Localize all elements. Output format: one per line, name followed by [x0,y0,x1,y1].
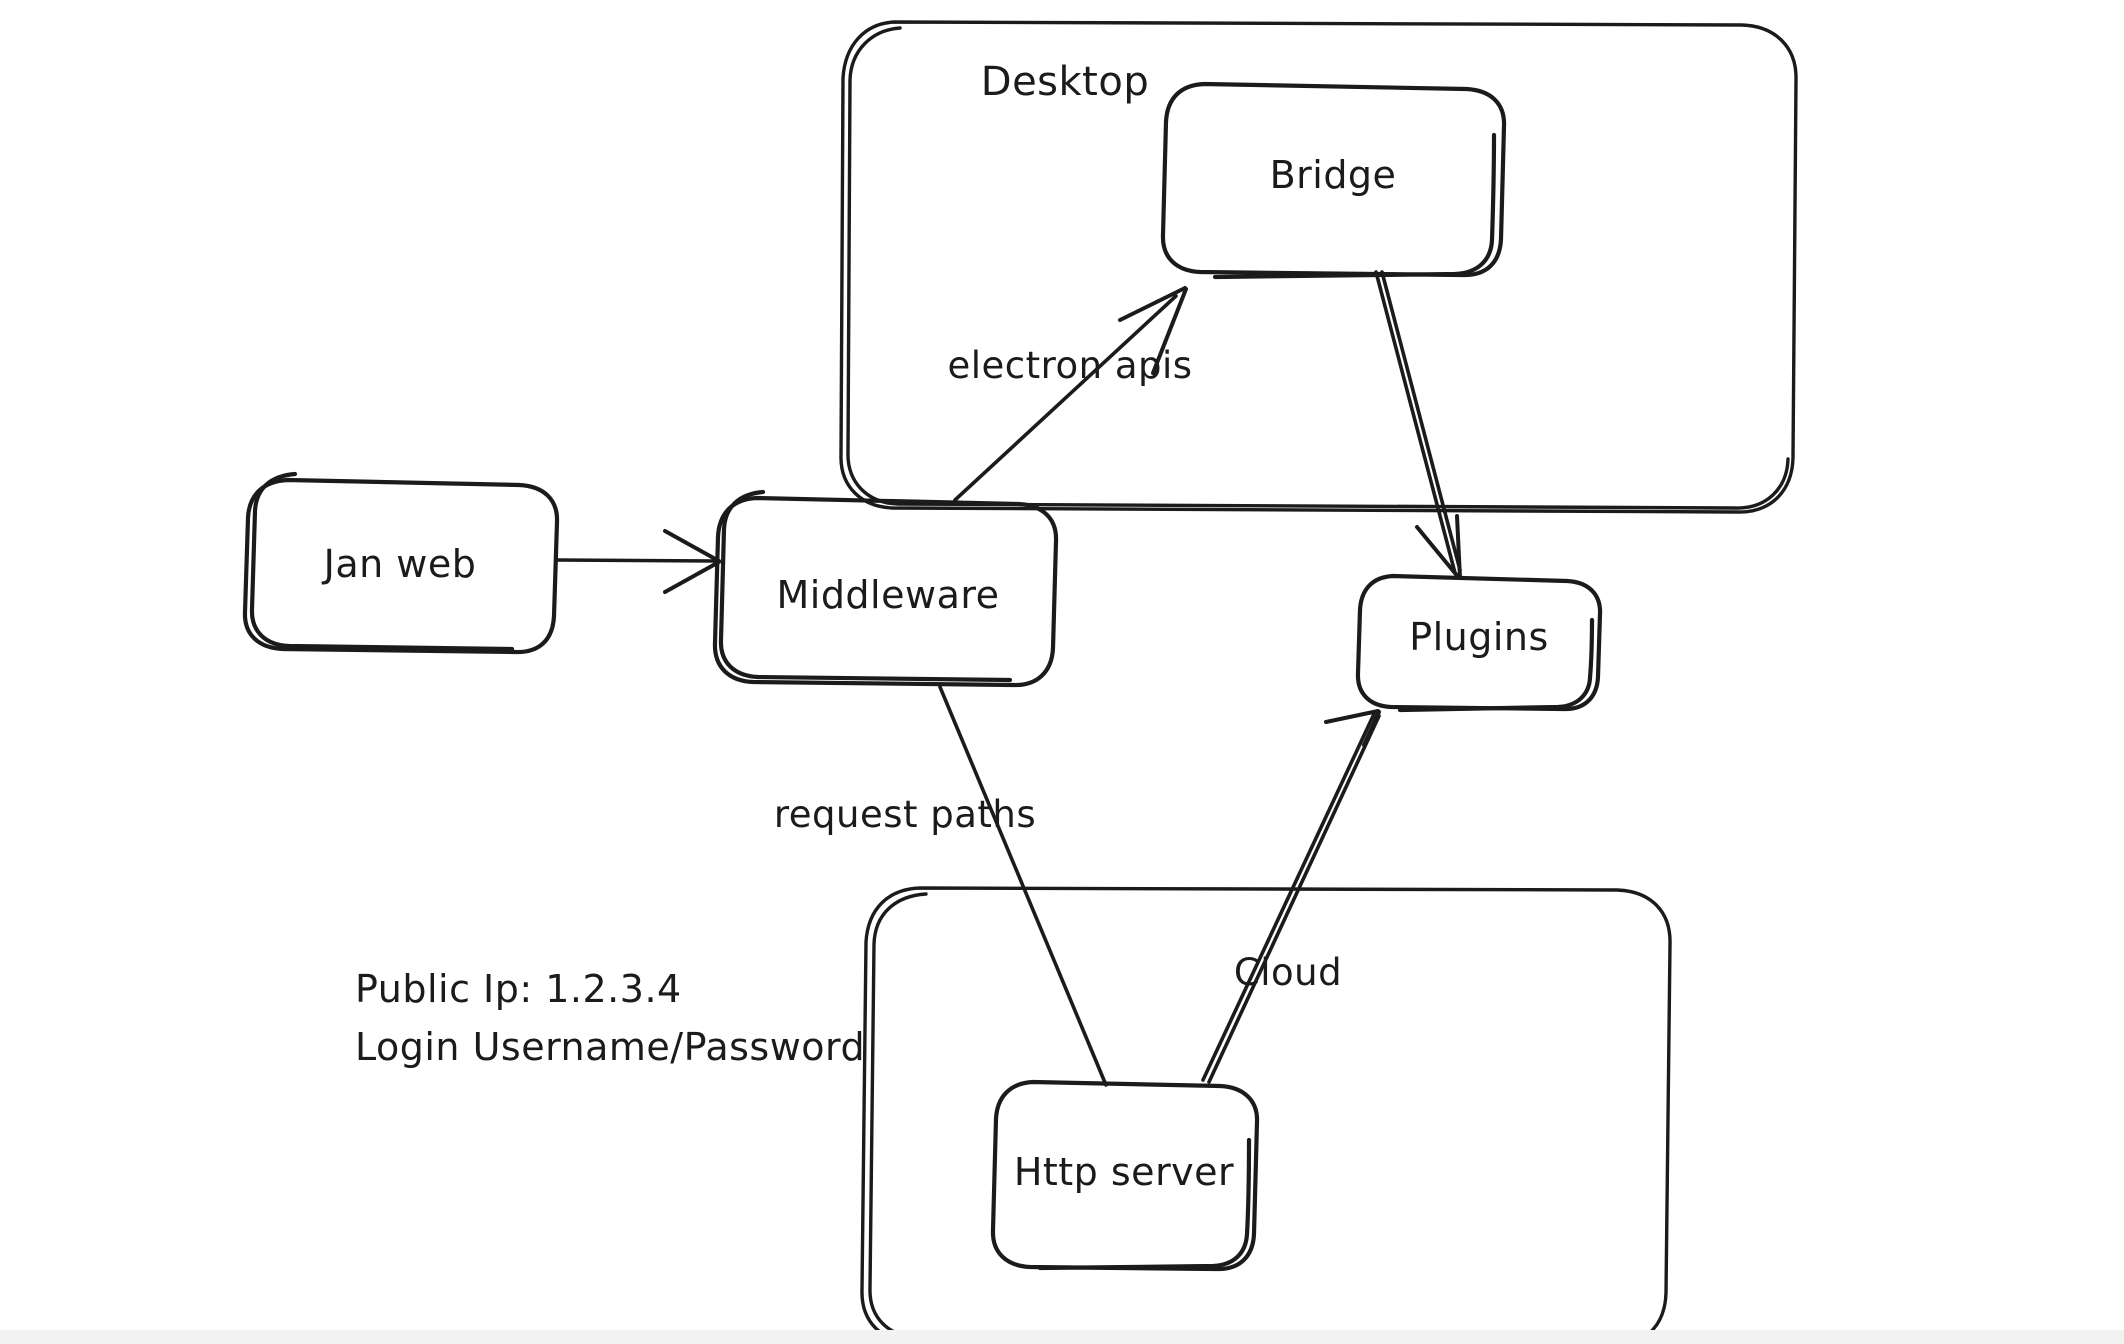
edge-label-request-paths: request paths [774,793,1036,836]
node-middleware[interactable]: Middleware [712,489,1059,688]
node-jan-web-outline [242,477,560,655]
node-middleware-label: Middleware [776,573,999,617]
note-public-ip: Public Ip: 1.2.3.4 [355,967,682,1011]
note-login: Login Username/Password [355,1025,865,1069]
edge-middleware-to-http-server-line [938,685,1108,1087]
group-desktop: Desktop [839,20,1798,514]
node-http-server-label: Http server [1014,1150,1234,1194]
edge-http-server-to-plugins: Cloud [1201,709,1381,1084]
node-bridge-label: Bridge [1270,153,1397,197]
node-middleware-outline-sketch [718,489,1013,683]
node-plugins-label: Plugins [1409,615,1549,659]
node-plugins-outline-sketch [1397,617,1595,713]
group-desktop-outline-sketch [846,26,1790,510]
edge-middleware-to-bridge-arrowhead [1118,286,1188,375]
node-bridge-outline-sketch [1212,132,1497,280]
bottom-edge-strip [0,1330,2124,1344]
edge-jan-web-to-middleware-arrowhead [663,529,721,594]
node-jan-web[interactable]: Jan web [242,471,560,655]
edge-http-server-to-plugins-line-sketch [1207,714,1381,1084]
edge-middleware-to-bridge-line [953,294,1178,502]
edge-bridge-to-plugins-line [1374,270,1457,575]
node-plugins-outline [1355,573,1603,712]
edge-middleware-to-http-server: request paths [774,685,1108,1087]
node-jan-web-label: Jan web [322,542,477,586]
node-plugins[interactable]: Plugins [1355,573,1603,713]
group-desktop-label: Desktop [981,59,1149,105]
node-jan-web-outline-sketch [249,471,515,652]
edge-http-server-to-plugins-line [1201,712,1376,1082]
edge-http-server-to-plugins-arrowhead [1324,709,1381,747]
edge-label-cloud: Cloud [1234,951,1342,994]
edge-label-electron-apis: electron apis [947,344,1192,387]
notes-block: Public Ip: 1.2.3.4 Login Username/Passwo… [355,967,865,1069]
node-bridge[interactable]: Bridge [1160,81,1507,280]
edge-bridge-to-plugins-arrowhead [1415,514,1462,580]
node-http-server[interactable]: Http server [990,1079,1260,1272]
edge-bridge-to-plugins-line-sketch [1380,270,1462,572]
group-desktop-outline [839,20,1798,514]
edge-jan-web-to-middleware-line [555,558,718,563]
node-http-server-outline-sketch [1037,1137,1252,1271]
edge-middleware-to-bridge: electron apis [947,286,1192,502]
node-middleware-outline [712,495,1059,688]
edge-jan-web-to-middleware [555,529,721,594]
group-cloud-outline [860,886,1672,1344]
edge-bridge-to-plugins [1374,270,1462,580]
node-http-server-outline [990,1079,1260,1272]
